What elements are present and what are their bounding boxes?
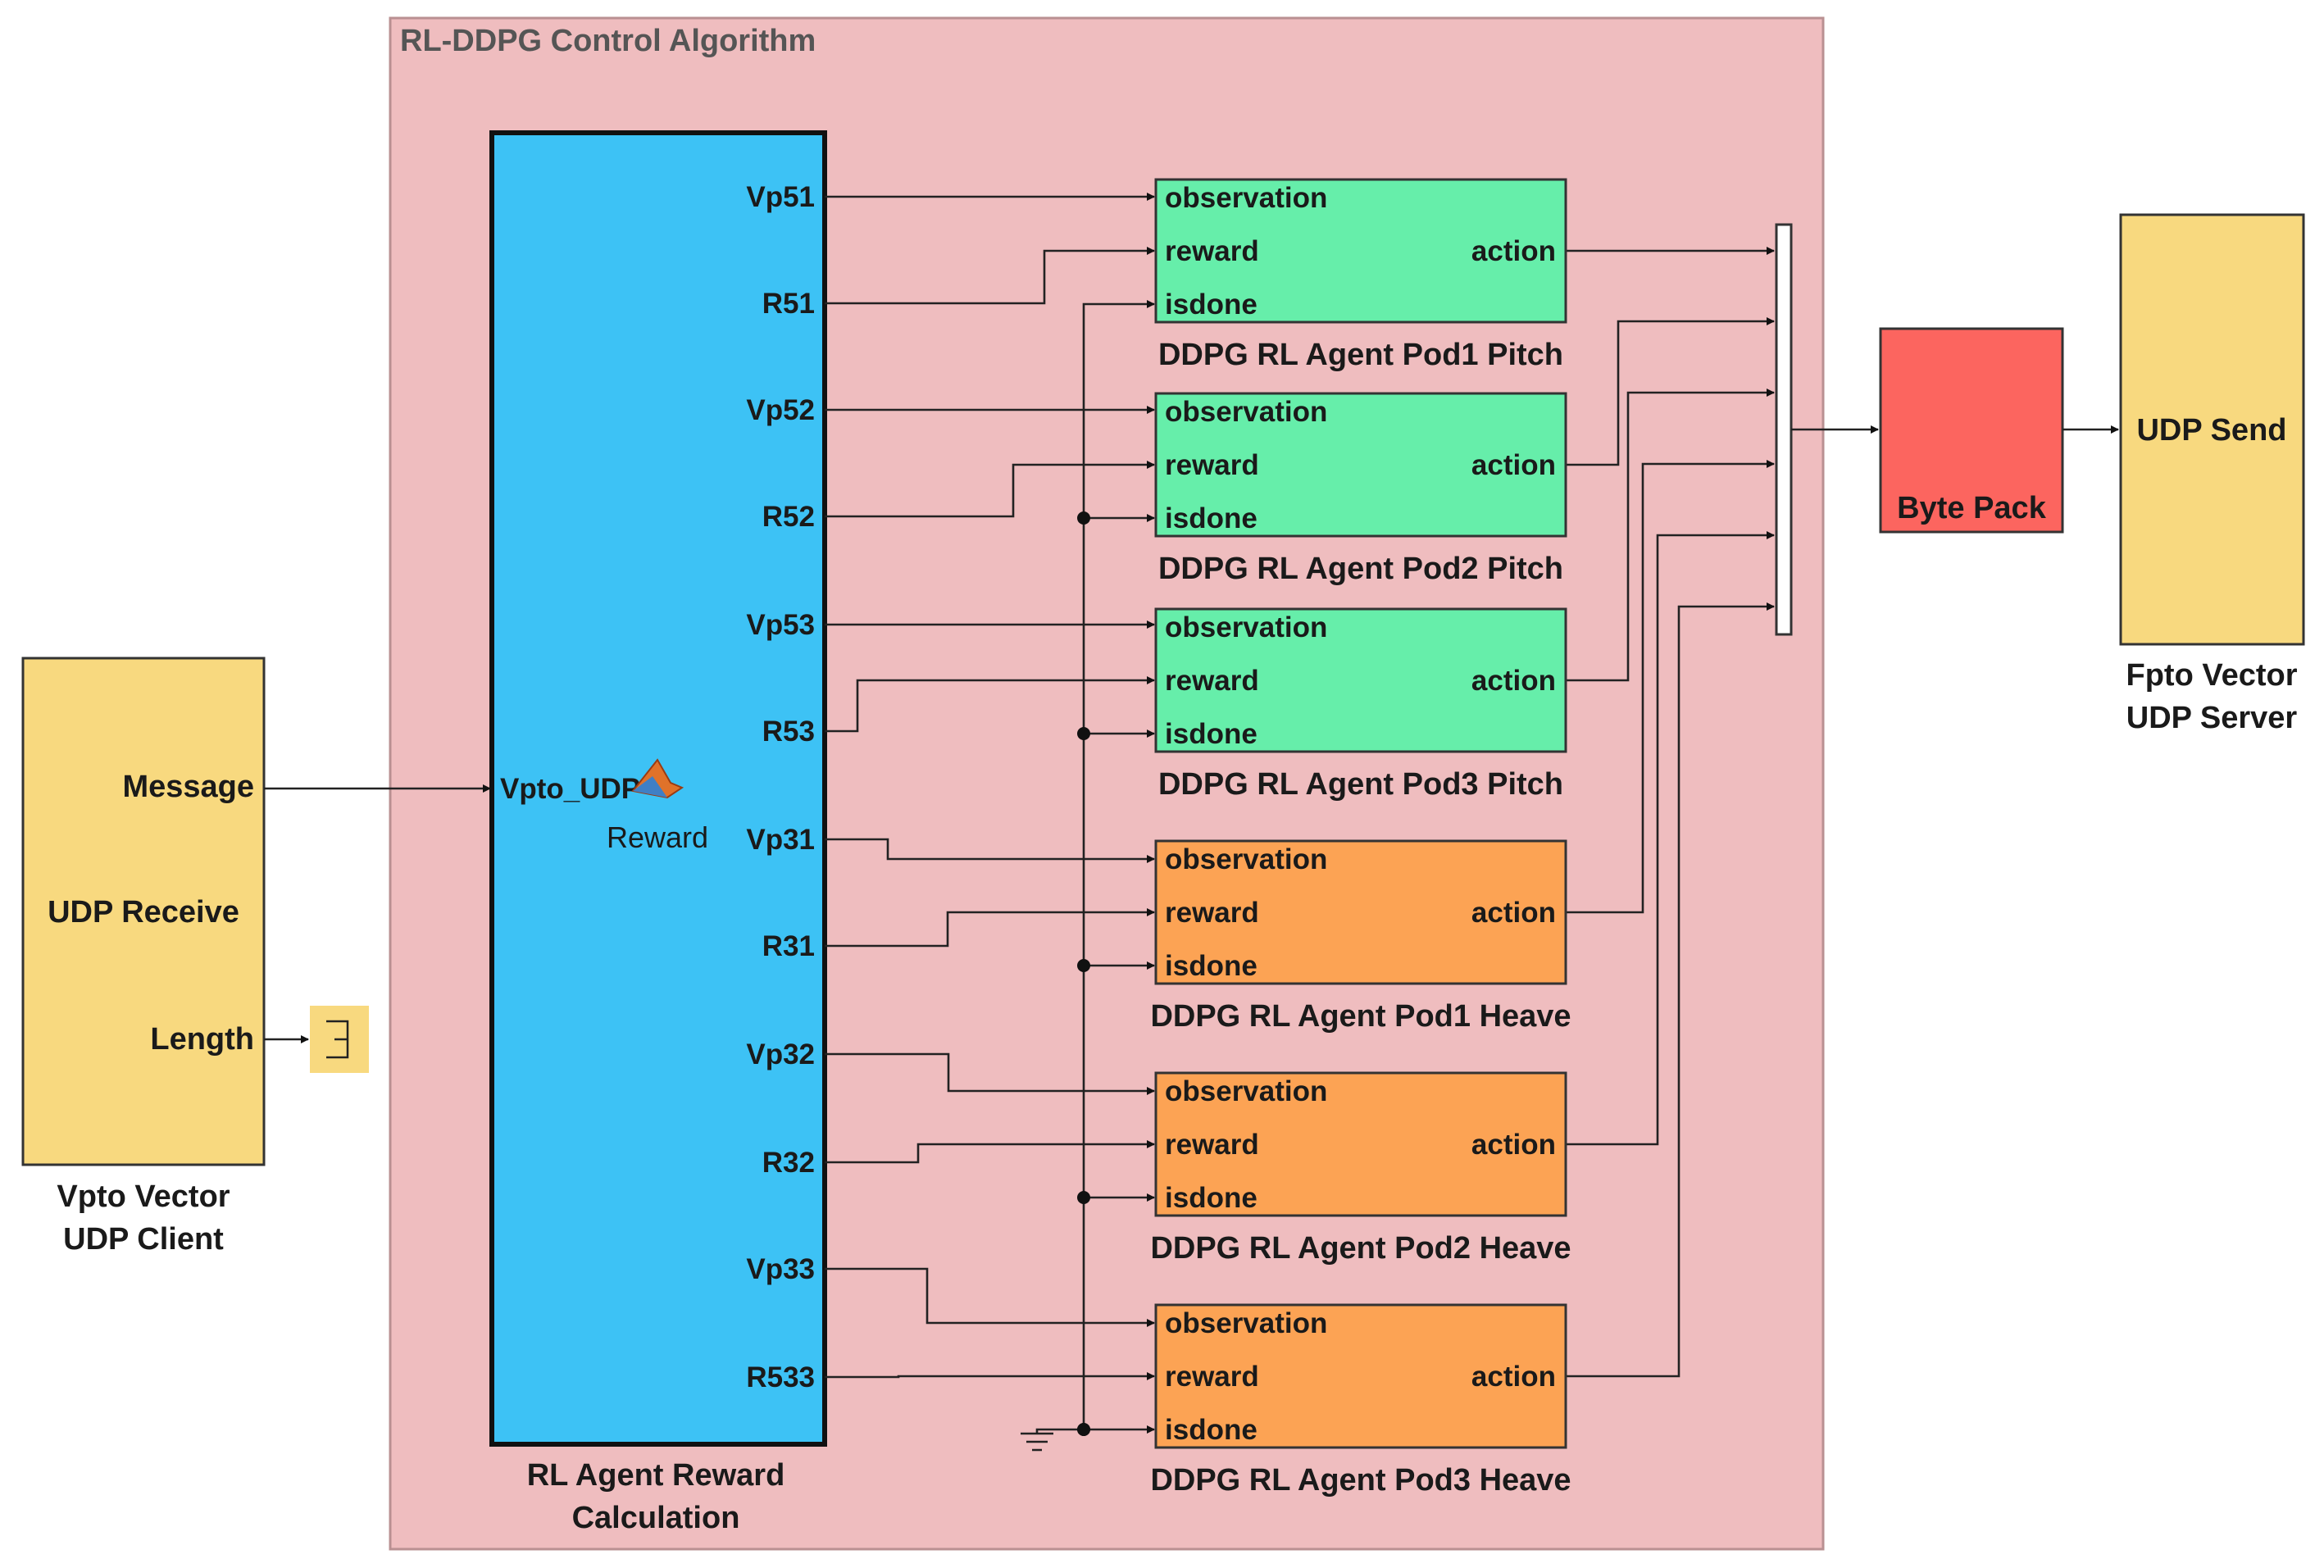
agent-body[interactable] xyxy=(1154,1071,1567,1217)
agent-port-reward: reward xyxy=(1165,235,1259,267)
agent-port-isdone: isdone xyxy=(1165,718,1258,750)
agent-port-action: action xyxy=(1471,1129,1556,1161)
udp-receive-port-length: Length xyxy=(150,1022,254,1057)
reward-caption-line1: RL Agent Reward xyxy=(527,1458,785,1493)
reward-output-vp53: Vp53 xyxy=(746,609,815,641)
agent-caption: DDPG RL Agent Pod1 Heave xyxy=(1150,999,1571,1034)
agent-body[interactable] xyxy=(1154,178,1567,324)
udp-receive-caption-line2: UDP Client xyxy=(63,1222,224,1257)
signal-wires xyxy=(825,193,1775,1436)
agent-port-isdone: isdone xyxy=(1165,1414,1258,1446)
agent-port-action: action xyxy=(1471,1361,1556,1393)
subsystem-title: RL-DDPG Control Algorithm xyxy=(400,24,816,58)
agent-port-action: action xyxy=(1471,665,1556,697)
agent-caption: DDPG RL Agent Pod3 Heave xyxy=(1150,1463,1571,1498)
matlab-logo-icon xyxy=(631,758,684,799)
agent-port-observation: observation xyxy=(1165,1307,1327,1339)
reward-output-r53: R53 xyxy=(762,716,815,748)
agent-port-observation: observation xyxy=(1165,843,1327,875)
reward-output-vp32: Vp32 xyxy=(746,1039,815,1070)
udp-send-block[interactable] xyxy=(2119,213,2305,646)
reward-caption-line2: Calculation xyxy=(572,1501,740,1535)
agent-body[interactable] xyxy=(1154,1303,1567,1449)
agent-port-reward: reward xyxy=(1165,1361,1259,1393)
agent-port-reward: reward xyxy=(1165,665,1259,697)
reward-function-name: Reward xyxy=(607,820,708,854)
junction-dot xyxy=(1077,727,1090,740)
agent-port-reward: reward xyxy=(1165,1129,1259,1161)
agent-body[interactable] xyxy=(1154,839,1567,985)
reward-output-r533: R533 xyxy=(746,1361,815,1393)
agent-caption: DDPG RL Agent Pod2 Heave xyxy=(1150,1231,1571,1266)
agent-port-action: action xyxy=(1471,235,1556,267)
agent-port-action: action xyxy=(1471,449,1556,481)
wire-action-3 xyxy=(1566,389,1775,682)
agent-port-reward: reward xyxy=(1165,897,1259,929)
terminator-icon[interactable] xyxy=(310,1006,369,1073)
agent-port-observation: observation xyxy=(1165,611,1327,643)
reward-output-vp33: Vp33 xyxy=(746,1253,815,1285)
reward-output-r31: R31 xyxy=(762,930,815,962)
wire-reward-3 xyxy=(825,676,1155,733)
junction-dot xyxy=(1077,1423,1090,1436)
junction-dot xyxy=(1077,959,1090,972)
byte-pack-title: Byte Pack xyxy=(1897,491,2047,525)
reward-output-r32: R32 xyxy=(762,1147,815,1179)
reward-output-ports: Vp51R51Vp52R52Vp53R53Vp31R31Vp32R32Vp33R… xyxy=(746,181,815,1393)
wire-reward-1 xyxy=(825,247,1155,305)
agent-port-isdone: isdone xyxy=(1165,289,1258,320)
junction-dot xyxy=(1077,511,1090,525)
agent-port-action: action xyxy=(1471,897,1556,929)
reward-output-r52: R52 xyxy=(762,501,815,533)
udp-receive-port-message: Message xyxy=(122,770,254,804)
agent-port-observation: observation xyxy=(1165,396,1327,428)
reward-output-vp52: Vp52 xyxy=(746,394,815,426)
junction-dot xyxy=(1077,1191,1090,1204)
udp-receive-title: UDP Receive xyxy=(48,895,239,929)
agent-caption: DDPG RL Agent Pod1 Pitch xyxy=(1158,338,1563,372)
agent-port-isdone: isdone xyxy=(1165,950,1258,982)
agent-body[interactable] xyxy=(1154,392,1567,538)
udp-send-caption-line2: UDP Server xyxy=(2126,701,2298,735)
udp-send-caption-line1: Fpto Vector xyxy=(2126,658,2297,693)
wire-reward-6 xyxy=(825,1372,1155,1380)
agent-port-observation: observation xyxy=(1165,182,1327,214)
agent-caption: DDPG RL Agent Pod3 Pitch xyxy=(1158,767,1563,802)
agent-port-observation: observation xyxy=(1165,1075,1327,1107)
agent-caption: DDPG RL Agent Pod2 Pitch xyxy=(1158,552,1563,586)
wire-reward-4 xyxy=(825,908,1155,948)
udp-send-title: UDP Send xyxy=(2136,413,2286,448)
wire-observation-4 xyxy=(825,838,1155,863)
wire-action-6 xyxy=(1566,602,1775,1378)
ground-icon xyxy=(1021,1432,1053,1452)
wire-action-2 xyxy=(1566,317,1775,466)
wire-reward-5 xyxy=(825,1140,1155,1164)
mux-bar[interactable] xyxy=(1775,223,1793,636)
reward-output-vp51: Vp51 xyxy=(746,181,815,213)
wire-observation-5 xyxy=(825,1052,1155,1095)
reward-output-r51: R51 xyxy=(762,288,815,320)
wire-observation-6 xyxy=(825,1267,1155,1327)
wire-action-5 xyxy=(1566,531,1775,1146)
byte-pack-block[interactable] xyxy=(1879,327,2064,534)
agent-port-reward: reward xyxy=(1165,449,1259,481)
agent-port-isdone: isdone xyxy=(1165,1182,1258,1214)
udp-receive-caption-line1: Vpto Vector xyxy=(57,1179,230,1214)
reward-output-vp31: Vp31 xyxy=(746,824,815,856)
agent-port-isdone: isdone xyxy=(1165,502,1258,534)
reward-input-port-label: Vpto_UDP xyxy=(500,773,640,805)
wire-action-4 xyxy=(1566,460,1775,914)
udp-receive-block[interactable] xyxy=(21,657,266,1166)
agent-body[interactable] xyxy=(1154,607,1567,753)
